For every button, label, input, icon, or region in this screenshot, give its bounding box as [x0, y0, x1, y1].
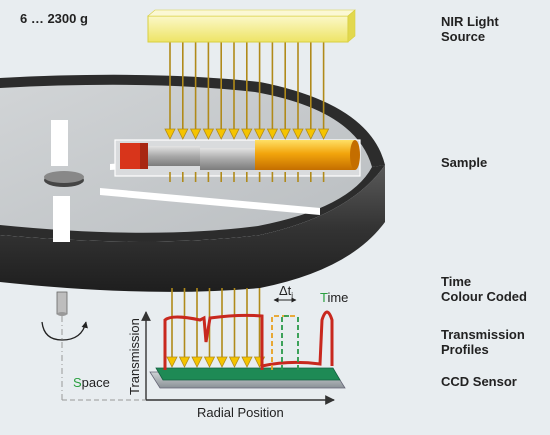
upper-beam-10-head: [279, 128, 291, 140]
upper-beam-3-head: [189, 128, 202, 140]
sample-cuvette: [114, 139, 361, 177]
lower-beam-1-head: [166, 356, 178, 368]
transmission-profile-green-a: [281, 315, 290, 370]
delta-t-label: Δti: [279, 283, 293, 300]
nir-light-beams: [164, 42, 330, 368]
lower-beam-3-head: [191, 356, 203, 368]
lower-beam-5-head: [216, 356, 228, 368]
transmission-profiles-label: Transmission Profiles: [441, 327, 525, 357]
y-axis-label: Transmission: [127, 318, 142, 395]
sample-fluid: [255, 140, 355, 170]
upper-beam-8-head: [253, 128, 266, 140]
time-label: Time: [320, 290, 348, 305]
lower-beam-7-head: [241, 356, 253, 368]
nir-label-line-1: NIR Light: [441, 14, 499, 29]
upper-beam-11-head: [292, 128, 304, 140]
transmission-profile-orange: [271, 315, 298, 370]
upper-beam-9-head: [266, 128, 279, 140]
ccd-sensor-surface: [155, 367, 341, 381]
space-label: Space: [73, 375, 110, 390]
disc-slot-diagonal-lower: [100, 188, 320, 215]
disc-slot-bottom: [53, 196, 70, 242]
rotor-rim-top: [0, 74, 385, 167]
upper-beam-4-head: [202, 128, 215, 140]
nir-label-line-2: Source: [441, 29, 486, 44]
upper-beam-7-head: [241, 128, 253, 140]
disc-slot-top: [51, 120, 68, 166]
lower-beam-2-head: [178, 356, 191, 368]
time-coded-line-2: Colour Coded: [441, 289, 527, 304]
ccd-sensor-label: CCD Sensor: [441, 374, 517, 389]
upper-beam-12-head: [305, 128, 317, 140]
transmission-profile-red-tail: [261, 310, 334, 368]
transmission-plot: [62, 297, 346, 405]
x-axis-label: Radial Position: [197, 405, 284, 420]
upper-beam-2-head: [177, 128, 189, 140]
sample-label: Sample: [441, 155, 488, 170]
rotor-disc: [0, 74, 385, 292]
lower-beam-6-head: [228, 356, 241, 368]
nir-light-source-label: NIR Light Source: [441, 14, 499, 44]
transmission-profile-red: [163, 313, 264, 370]
rotation-arrow-icon: [41, 321, 88, 341]
lower-beam-4-head: [203, 356, 216, 368]
upper-beam-1-head: [164, 128, 176, 140]
rotor-rim-inner: [0, 165, 385, 242]
cuvette-piston: [200, 148, 260, 170]
trans-label-line-1: Transmission: [441, 327, 525, 342]
mass-range-label: 6 … 2300 g: [20, 11, 88, 26]
time-coded-line-1: Time: [441, 274, 472, 289]
rotor-rim-side: [0, 165, 385, 292]
trans-label-line-2: Profiles: [441, 342, 489, 357]
upper-beam-5-head: [215, 128, 227, 140]
upper-beam-6-head: [228, 128, 240, 140]
cuvette-empty-region: [148, 146, 200, 166]
nir-light-source: [147, 9, 356, 43]
time-colour-coded-label: Time Colour Coded: [441, 274, 527, 304]
upper-beam-13-head: [317, 128, 330, 140]
rotor-hub-top: [44, 171, 84, 183]
rotor-shaft: [56, 291, 68, 400]
